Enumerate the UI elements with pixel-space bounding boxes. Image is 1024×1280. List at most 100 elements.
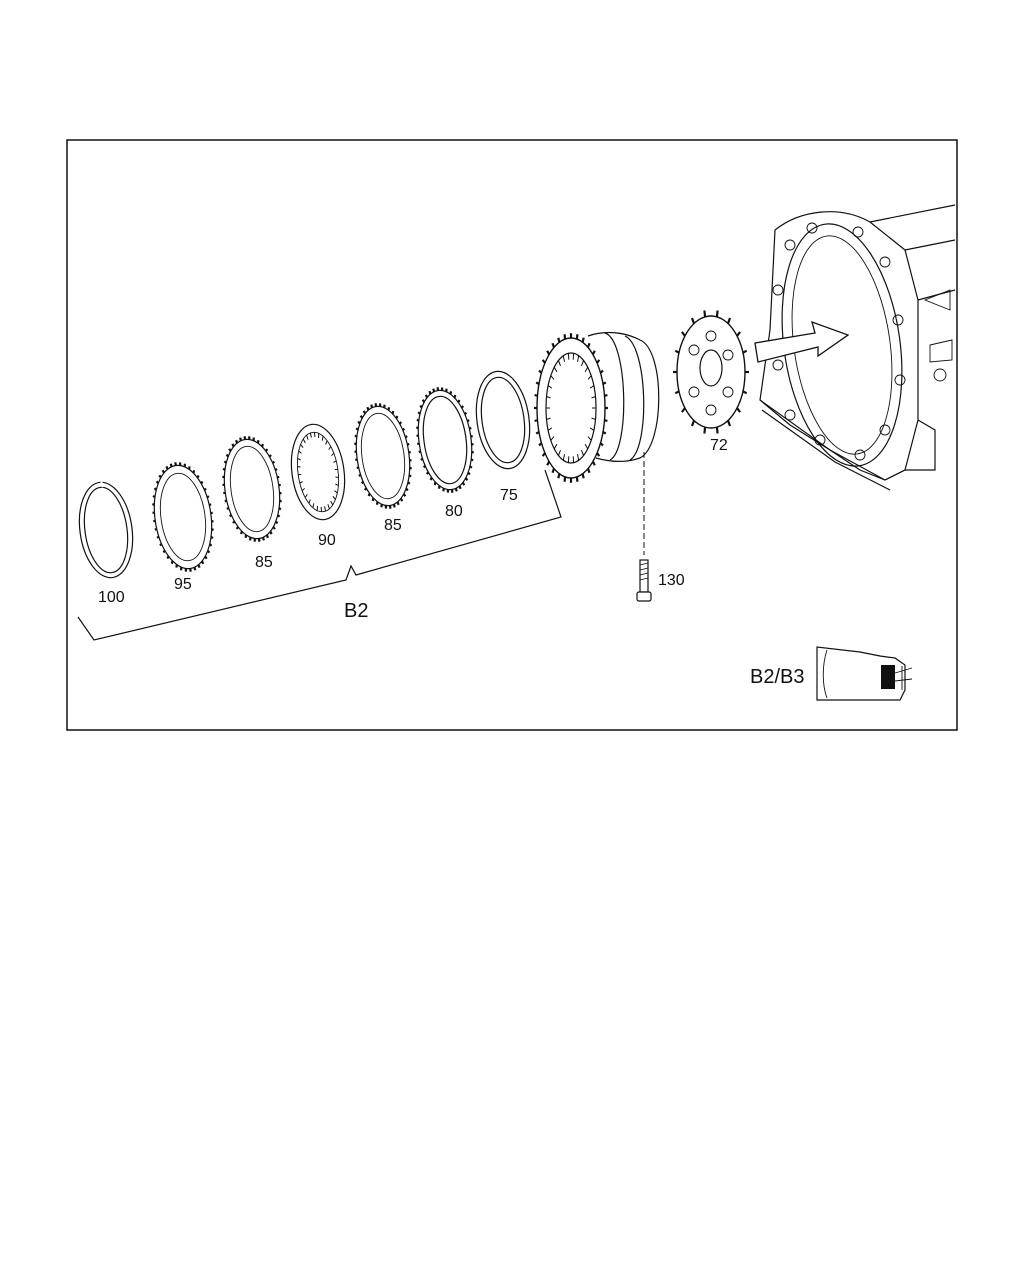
label-part-90: 90 [318,532,336,549]
tooth [577,355,580,362]
tooth [174,462,177,466]
tooth [541,452,546,457]
tooth [222,467,226,471]
label-part-85-second: 85 [384,517,402,534]
tooth [551,468,556,474]
tooth [156,535,160,539]
tooth [274,468,278,471]
tooth [152,494,156,499]
tooth [547,385,553,389]
tooth [161,469,165,474]
tooth [546,396,551,399]
tooth [468,426,472,430]
tooth [262,537,265,541]
tooth [461,482,466,486]
tooth [334,490,338,494]
tooth [681,331,686,337]
tooth [422,464,427,469]
tooth [469,465,473,469]
tooth [276,475,280,479]
tooth [589,427,595,431]
tooth [538,442,543,447]
tooth [335,483,339,487]
part-100-snap-ring [78,481,134,579]
tooth [240,530,243,535]
tooth [274,520,279,525]
tooth [276,514,281,518]
tooth [330,500,334,506]
tooth [158,474,162,479]
part-80-inner-disc [415,387,475,493]
tooth [169,463,173,467]
tooth [357,420,361,425]
tooth [591,350,596,355]
tooth [335,476,339,478]
tooth [690,420,696,427]
label-part-75: 75 [500,487,518,504]
tooth [457,399,461,403]
tooth [256,440,260,444]
tooth [325,440,328,445]
label-inset-b2-b3: B2/B3 [750,666,804,688]
tooth [550,436,555,441]
tooth [463,411,468,416]
tooth [416,418,420,422]
tooth [304,494,308,498]
tooth [581,449,584,456]
tooth [586,342,591,348]
label-part-72: 72 [710,437,728,454]
tooth [534,393,538,397]
tooth [420,457,424,461]
tooth [302,438,306,444]
tooth [453,394,457,399]
tooth [261,443,264,448]
tooth [279,499,282,503]
tooth [402,493,407,497]
tooth [154,527,158,531]
tooth [681,407,686,413]
tooth [309,432,312,438]
tooth [356,466,360,470]
tooth [586,468,591,474]
tooth [272,526,276,530]
tooth [324,506,327,512]
tooth [429,477,433,481]
tooth [327,504,330,509]
tooth [358,473,362,477]
tooth [152,503,155,506]
tooth [558,449,561,456]
tooth [332,495,336,500]
tooth [333,460,337,463]
tooth [596,452,601,457]
b2-group-bracket [77,469,562,641]
tooth [204,555,208,560]
tooth [466,419,470,423]
tooth [541,359,546,364]
tooth [189,568,192,572]
part-72-gear-plate [673,310,749,434]
transmission-location-inset [816,646,913,701]
tooth [584,443,589,450]
tooth [736,407,741,413]
tooth [464,477,469,481]
tooth [703,310,707,318]
tooth [587,436,592,441]
tooth [223,460,228,464]
tooth [321,436,324,441]
tooth [231,443,235,448]
tooth [375,501,379,505]
tooth [395,415,399,419]
tooth [360,480,365,485]
tooth [460,405,465,409]
tooth [437,485,441,489]
tooth [433,481,437,486]
tooth [175,564,178,568]
tooth [415,426,419,430]
tooth [424,394,429,398]
tooth [551,342,556,348]
tooth [208,543,213,547]
tooth [265,448,269,452]
tooth [200,480,204,485]
part-95-outer-disc [152,462,214,572]
